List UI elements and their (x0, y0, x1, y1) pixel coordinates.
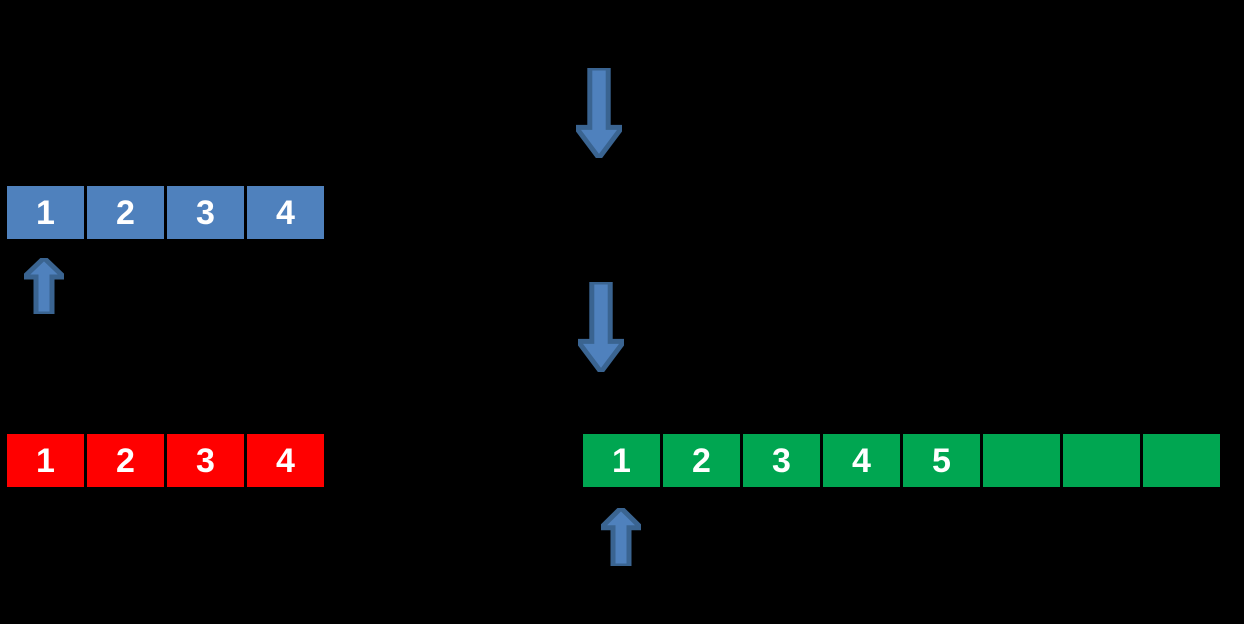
green-array-cell-4[interactable]: 4 (823, 434, 900, 487)
down-arrow-top-icon (576, 68, 622, 158)
blue-array-cell-1[interactable]: 1 (7, 186, 84, 239)
green-array-cell-2[interactable]: 2 (663, 434, 740, 487)
green-array-cell-1[interactable]: 1 (583, 434, 660, 487)
red-array-cell-4[interactable]: 4 (247, 434, 324, 487)
down-arrow-middle-icon (578, 282, 624, 372)
green-array-cell-6[interactable] (983, 434, 1060, 487)
green-array-cell-7[interactable] (1063, 434, 1140, 487)
red-array-cell-2[interactable]: 2 (87, 434, 164, 487)
blue-array-cell-3[interactable]: 3 (167, 186, 244, 239)
green-array-cell-5[interactable]: 5 (903, 434, 980, 487)
blue-array-cell-4[interactable]: 4 (247, 186, 324, 239)
blue-array-cell-2[interactable]: 2 (87, 186, 164, 239)
red-array-cell-3[interactable]: 3 (167, 434, 244, 487)
red-array-cell-1[interactable]: 1 (7, 434, 84, 487)
green-array-cell-3[interactable]: 3 (743, 434, 820, 487)
green-array-cell-8[interactable] (1143, 434, 1220, 487)
up-arrow-blue-index-icon (24, 258, 64, 314)
up-arrow-green-index-icon (601, 508, 641, 566)
